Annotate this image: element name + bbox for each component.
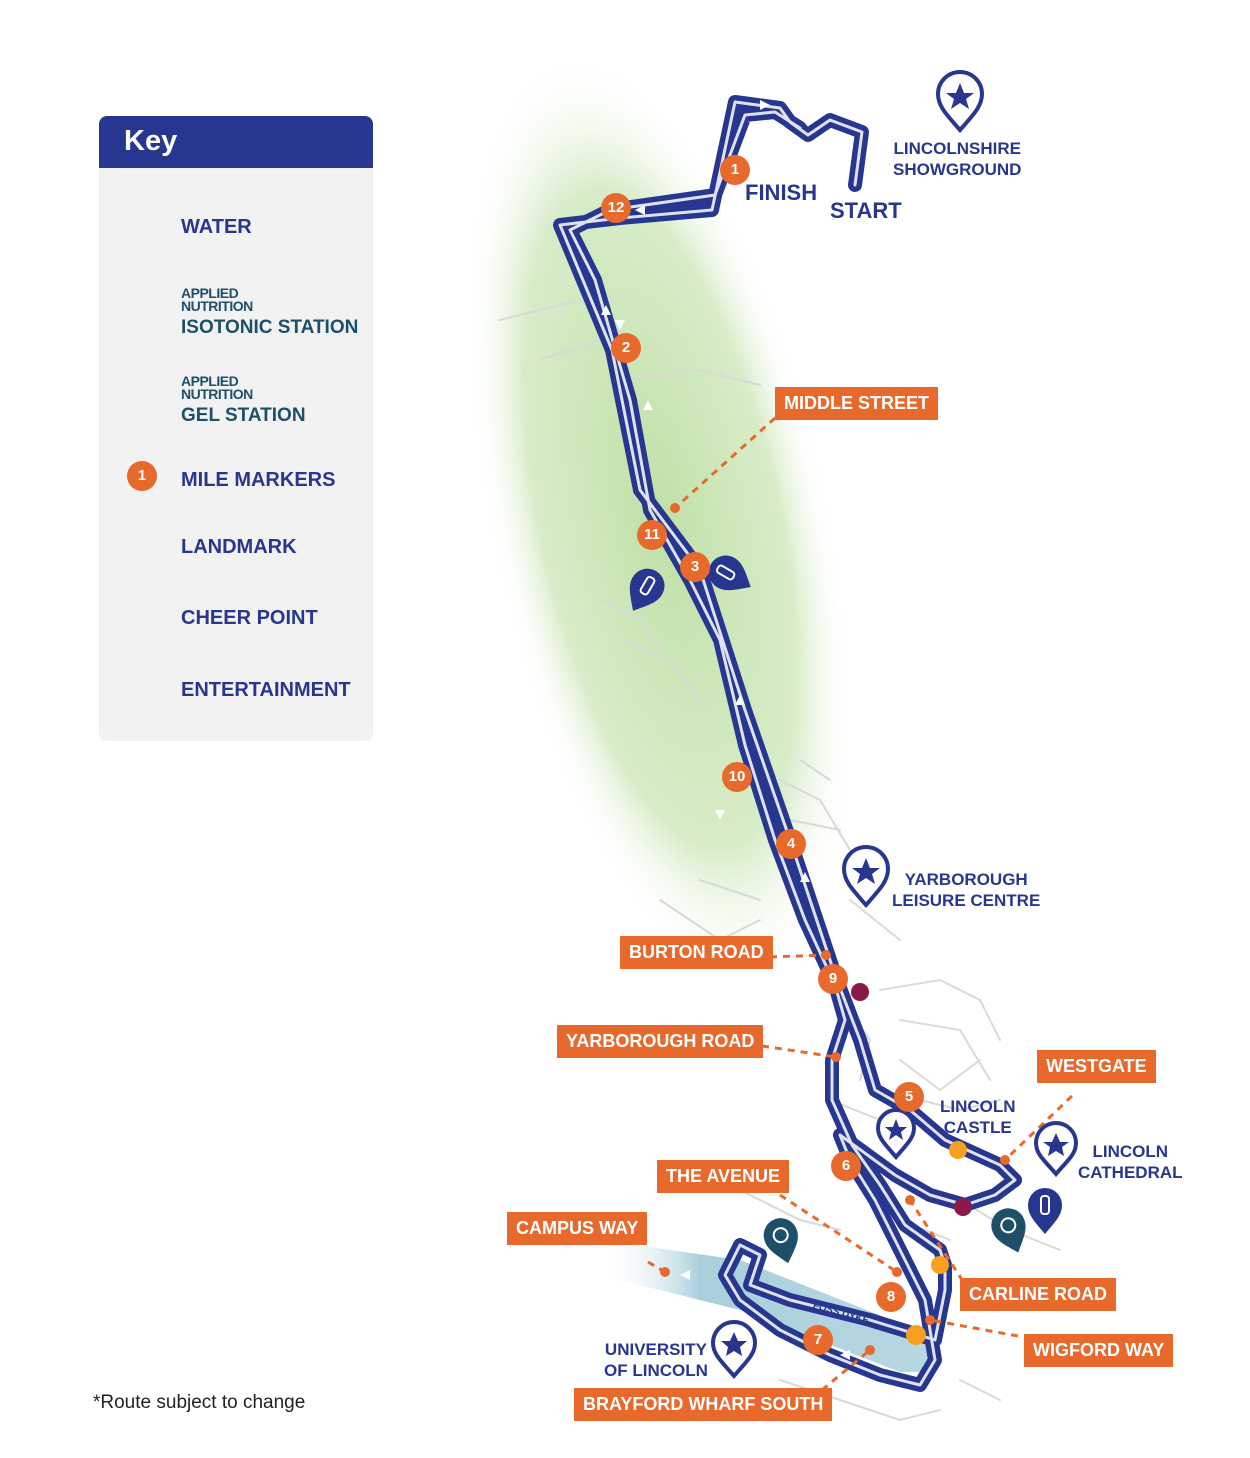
route-inner-line: [558, 100, 1017, 1387]
mile-marker: 6: [831, 1151, 861, 1181]
key-title: Key: [124, 125, 178, 157]
mile-marker: 1: [720, 155, 750, 185]
leader-lines: [647, 416, 1074, 1392]
cheer-point-marker: [954, 1198, 972, 1216]
landmark-star-pin-icon: [935, 70, 985, 134]
key-label-entertainment: ENTERTAINMENT: [181, 679, 351, 701]
key-label-isotonic-station: ISOTONIC STATION: [181, 317, 359, 338]
start-label: START: [830, 198, 902, 223]
key-label-gel-station: GEL STATION: [181, 405, 306, 426]
street-label-campus-way: CAMPUS WAY: [507, 1212, 648, 1245]
key-label-landmark: LANDMARK: [181, 536, 297, 558]
water-bottle-pin-icon: [708, 555, 751, 591]
mile-marker: 7: [803, 1325, 833, 1355]
key-label-water: WATER: [181, 216, 252, 238]
street-label-westgate: WESTGATE: [1037, 1050, 1156, 1083]
entertainment-marker: [906, 1325, 926, 1345]
mile-marker: 2: [611, 333, 641, 363]
key-label-cheer-point: CHEER POINT: [181, 607, 318, 629]
route-note: *Route subject to change: [93, 1392, 306, 1413]
map-key: Key WATER APPLIED NUTRITION ISOTONIC STA…: [99, 116, 373, 741]
street-label-burton-road: BURTON ROAD: [620, 936, 773, 969]
key-header: Key: [99, 116, 373, 168]
isotonic-station-pin-icon: [991, 1208, 1026, 1253]
landmark-star-pin-icon: [841, 845, 891, 909]
leader-dots: [660, 503, 1010, 1355]
street-label-wigford-way: WIGFORD WAY: [1024, 1334, 1174, 1367]
mile-marker: 10: [722, 762, 752, 792]
cheer-point-marker: [851, 983, 869, 1001]
water-bottle-pin-icon: [1028, 1188, 1062, 1234]
street-label-carline-road: CARLINE ROAD: [960, 1278, 1116, 1311]
gel-station-pin-icon: [763, 1218, 798, 1264]
mile-marker: 12: [601, 193, 631, 223]
water-bottle-pin-icon: [629, 568, 665, 611]
entertainment-marker: [931, 1256, 949, 1274]
street-label-brayford-wharf-south: BRAYFORD WHARF SOUTH: [574, 1388, 833, 1421]
landmark-star-pin-icon: [1033, 1121, 1079, 1178]
street-label-middle-street: MIDDLE STREET: [775, 387, 939, 420]
entertainment-marker: [949, 1141, 967, 1159]
mile-marker: 9: [818, 964, 848, 994]
street-label-yarborough-road: YARBOROUGH ROAD: [557, 1025, 764, 1058]
finish-label: FINISH: [745, 180, 818, 205]
key-label-mile-markers: MILE MARKERS: [181, 469, 336, 491]
landmark-star-pin-icon: [875, 1108, 917, 1161]
mile-marker: 5: [894, 1082, 924, 1112]
mile-marker: 11: [637, 520, 667, 550]
key-brand-applied-nutrition: APPLIED NUTRITION: [181, 373, 253, 402]
street-label-the-avenue: THE AVENUE: [657, 1160, 790, 1193]
mile-marker: 4: [776, 829, 806, 859]
mile-marker: 8: [876, 1282, 906, 1312]
landmark-star-pin-icon: [710, 1320, 758, 1380]
foss-dyke-water: [600, 1240, 935, 1372]
direction-arrows: [601, 100, 885, 1360]
mile-marker-icon: 1: [127, 461, 157, 491]
key-brand-applied-nutrition: APPLIED NUTRITION: [181, 285, 253, 314]
mile-marker: 3: [680, 552, 710, 582]
